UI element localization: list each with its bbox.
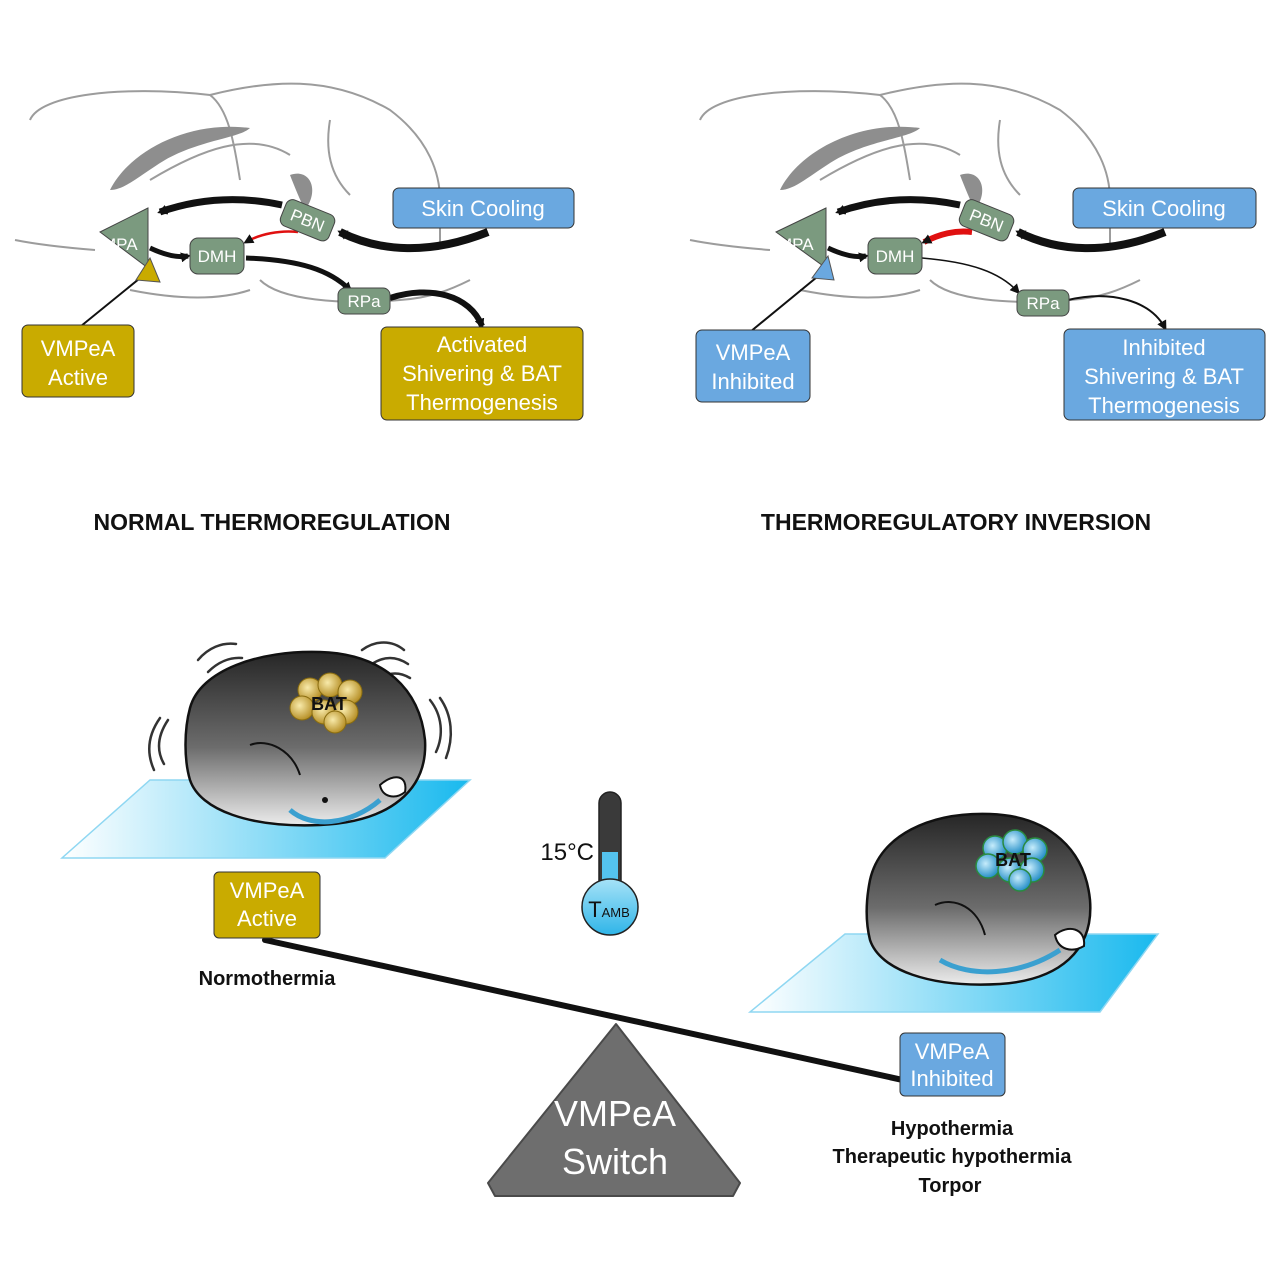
inhibited-output-line1: Inhibited — [1122, 335, 1205, 360]
arrow-dmh-to-rpa-right — [921, 257, 1021, 295]
vmpea-region-left — [135, 256, 161, 283]
seesaw-active-box — [213, 871, 321, 939]
arrow-pbn-to-mpa-right — [835, 196, 961, 216]
vmpea-active-line2: Active — [48, 365, 108, 390]
skin-cooling-label-right: Skin Cooling — [1102, 196, 1226, 221]
activated-output-box — [380, 326, 584, 421]
mpa-label: MPA — [102, 235, 138, 254]
mpa-node — [99, 207, 149, 269]
mouse-paw-right — [934, 901, 986, 936]
dmh-label: DMH — [198, 247, 237, 266]
dmh-node — [189, 237, 245, 275]
pbn-node — [279, 199, 336, 242]
rpa-node — [337, 287, 391, 315]
inhibited-output-box — [1063, 328, 1266, 421]
corpus-callosum-right — [780, 126, 920, 190]
hypothermia-caption: Hypothermia — [891, 1118, 1014, 1140]
arrow-rpa-to-output-right — [1067, 295, 1167, 331]
seesaw-scene: BAT BAT 15°C TAMB VMPeA Switch VMPeA — [60, 641, 1160, 1197]
rpa-node-right — [1016, 289, 1070, 317]
rpa-label-right: RPa — [1026, 294, 1060, 313]
arrow-pbn-to-mpa — [157, 196, 283, 216]
corpus-callosum-left — [110, 126, 250, 190]
bat-cluster-inhibited — [975, 829, 1048, 892]
arrow-pbn-to-dmh-inhibitory — [243, 230, 299, 244]
activated-output-line2: Shivering & BAT — [402, 361, 562, 386]
mouse-ear-right — [1053, 927, 1086, 951]
seesaw-active-line1: VMPeA — [230, 878, 305, 903]
fulcrum-label-line2: Switch — [562, 1141, 668, 1182]
vmpea-region-right — [811, 254, 835, 281]
inversion-heading: THERMOREGULATORY INVERSION — [761, 509, 1151, 535]
mouse-ear-left — [378, 776, 407, 798]
activated-output-line3: Thermogenesis — [406, 390, 558, 415]
bat-label-left: BAT — [311, 694, 347, 714]
seesaw-beam — [262, 937, 933, 1089]
normal-panel: MPA DMH PBN RPa Skin Cooling VMPeA Activ… — [14, 82, 584, 535]
arrow-mpa-to-dmh — [148, 245, 191, 263]
normothermia-caption: Normothermia — [199, 968, 337, 990]
arrow-rpa-to-output — [389, 289, 485, 329]
vmpea-inhibited-line2: Inhibited — [711, 369, 794, 394]
mouse-body-left — [184, 650, 427, 827]
mouse-tail-left — [288, 798, 382, 825]
torpor-caption: Torpor — [919, 1175, 982, 1197]
vmpea-inhibited-line1: VMPeA — [716, 340, 791, 365]
thermometer-label: TAMB — [588, 897, 630, 922]
seesaw-inhibited-line2: Inhibited — [910, 1066, 993, 1091]
bat-label-right: BAT — [995, 850, 1031, 870]
seesaw-inhibited-line1: VMPeA — [915, 1039, 990, 1064]
skin-cooling-box-left — [392, 187, 575, 229]
arrow-skin-to-pbn — [337, 228, 490, 253]
thermometer-bulb — [581, 878, 639, 936]
normal-heading: NORMAL THERMOREGULATION — [94, 509, 451, 535]
vmpea-active-line1: VMPeA — [41, 336, 116, 361]
fulcrum-label-line1: VMPeA — [554, 1093, 676, 1134]
ventricle-left — [290, 173, 313, 210]
arrow-mpa-to-dmh-right — [826, 245, 869, 263]
skin-cooling-label-left: Skin Cooling — [421, 196, 545, 221]
mouse-body-right — [865, 812, 1092, 986]
arrow-dmh-to-rpa — [245, 255, 353, 293]
pointer-line-vmpea-left — [69, 269, 151, 336]
activated-output-line1: Activated — [437, 332, 528, 357]
dmh-node-right — [867, 237, 923, 275]
arrow-pbn-to-dmh-inhibitory-right — [921, 228, 973, 245]
temperature-label: 15°C — [540, 839, 594, 866]
vmpea-active-box — [21, 324, 135, 398]
bat-cluster-active — [289, 672, 363, 734]
therapeutic-hypothermia-caption: Therapeutic hypothermia — [833, 1146, 1073, 1168]
mouse-eye-left — [322, 797, 328, 803]
inhibited-output-line3: Thermogenesis — [1088, 393, 1240, 418]
vmpea-inhibited-box — [695, 329, 811, 403]
skin-cooling-box-right — [1072, 187, 1257, 229]
fulcrum — [487, 1023, 741, 1197]
mouse-tail-right — [938, 947, 1062, 975]
seesaw-active-line2: Active — [237, 906, 297, 931]
mpa-node-right — [775, 207, 827, 269]
pbn-node-right — [958, 199, 1015, 242]
seesaw-inhibited-box — [899, 1032, 1006, 1097]
rpa-label: RPa — [347, 292, 381, 311]
inversion-panel: MPA DMH PBN RPa Skin Cooling VMPeA Inhib… — [689, 82, 1266, 535]
mouse-paw-left — [249, 742, 301, 776]
inhibited-output-line2: Shivering & BAT — [1084, 364, 1244, 389]
dmh-label-right: DMH — [876, 247, 915, 266]
arrow-skin-to-pbn-right — [1015, 228, 1167, 253]
mpa-label-right: MPA — [778, 235, 814, 254]
